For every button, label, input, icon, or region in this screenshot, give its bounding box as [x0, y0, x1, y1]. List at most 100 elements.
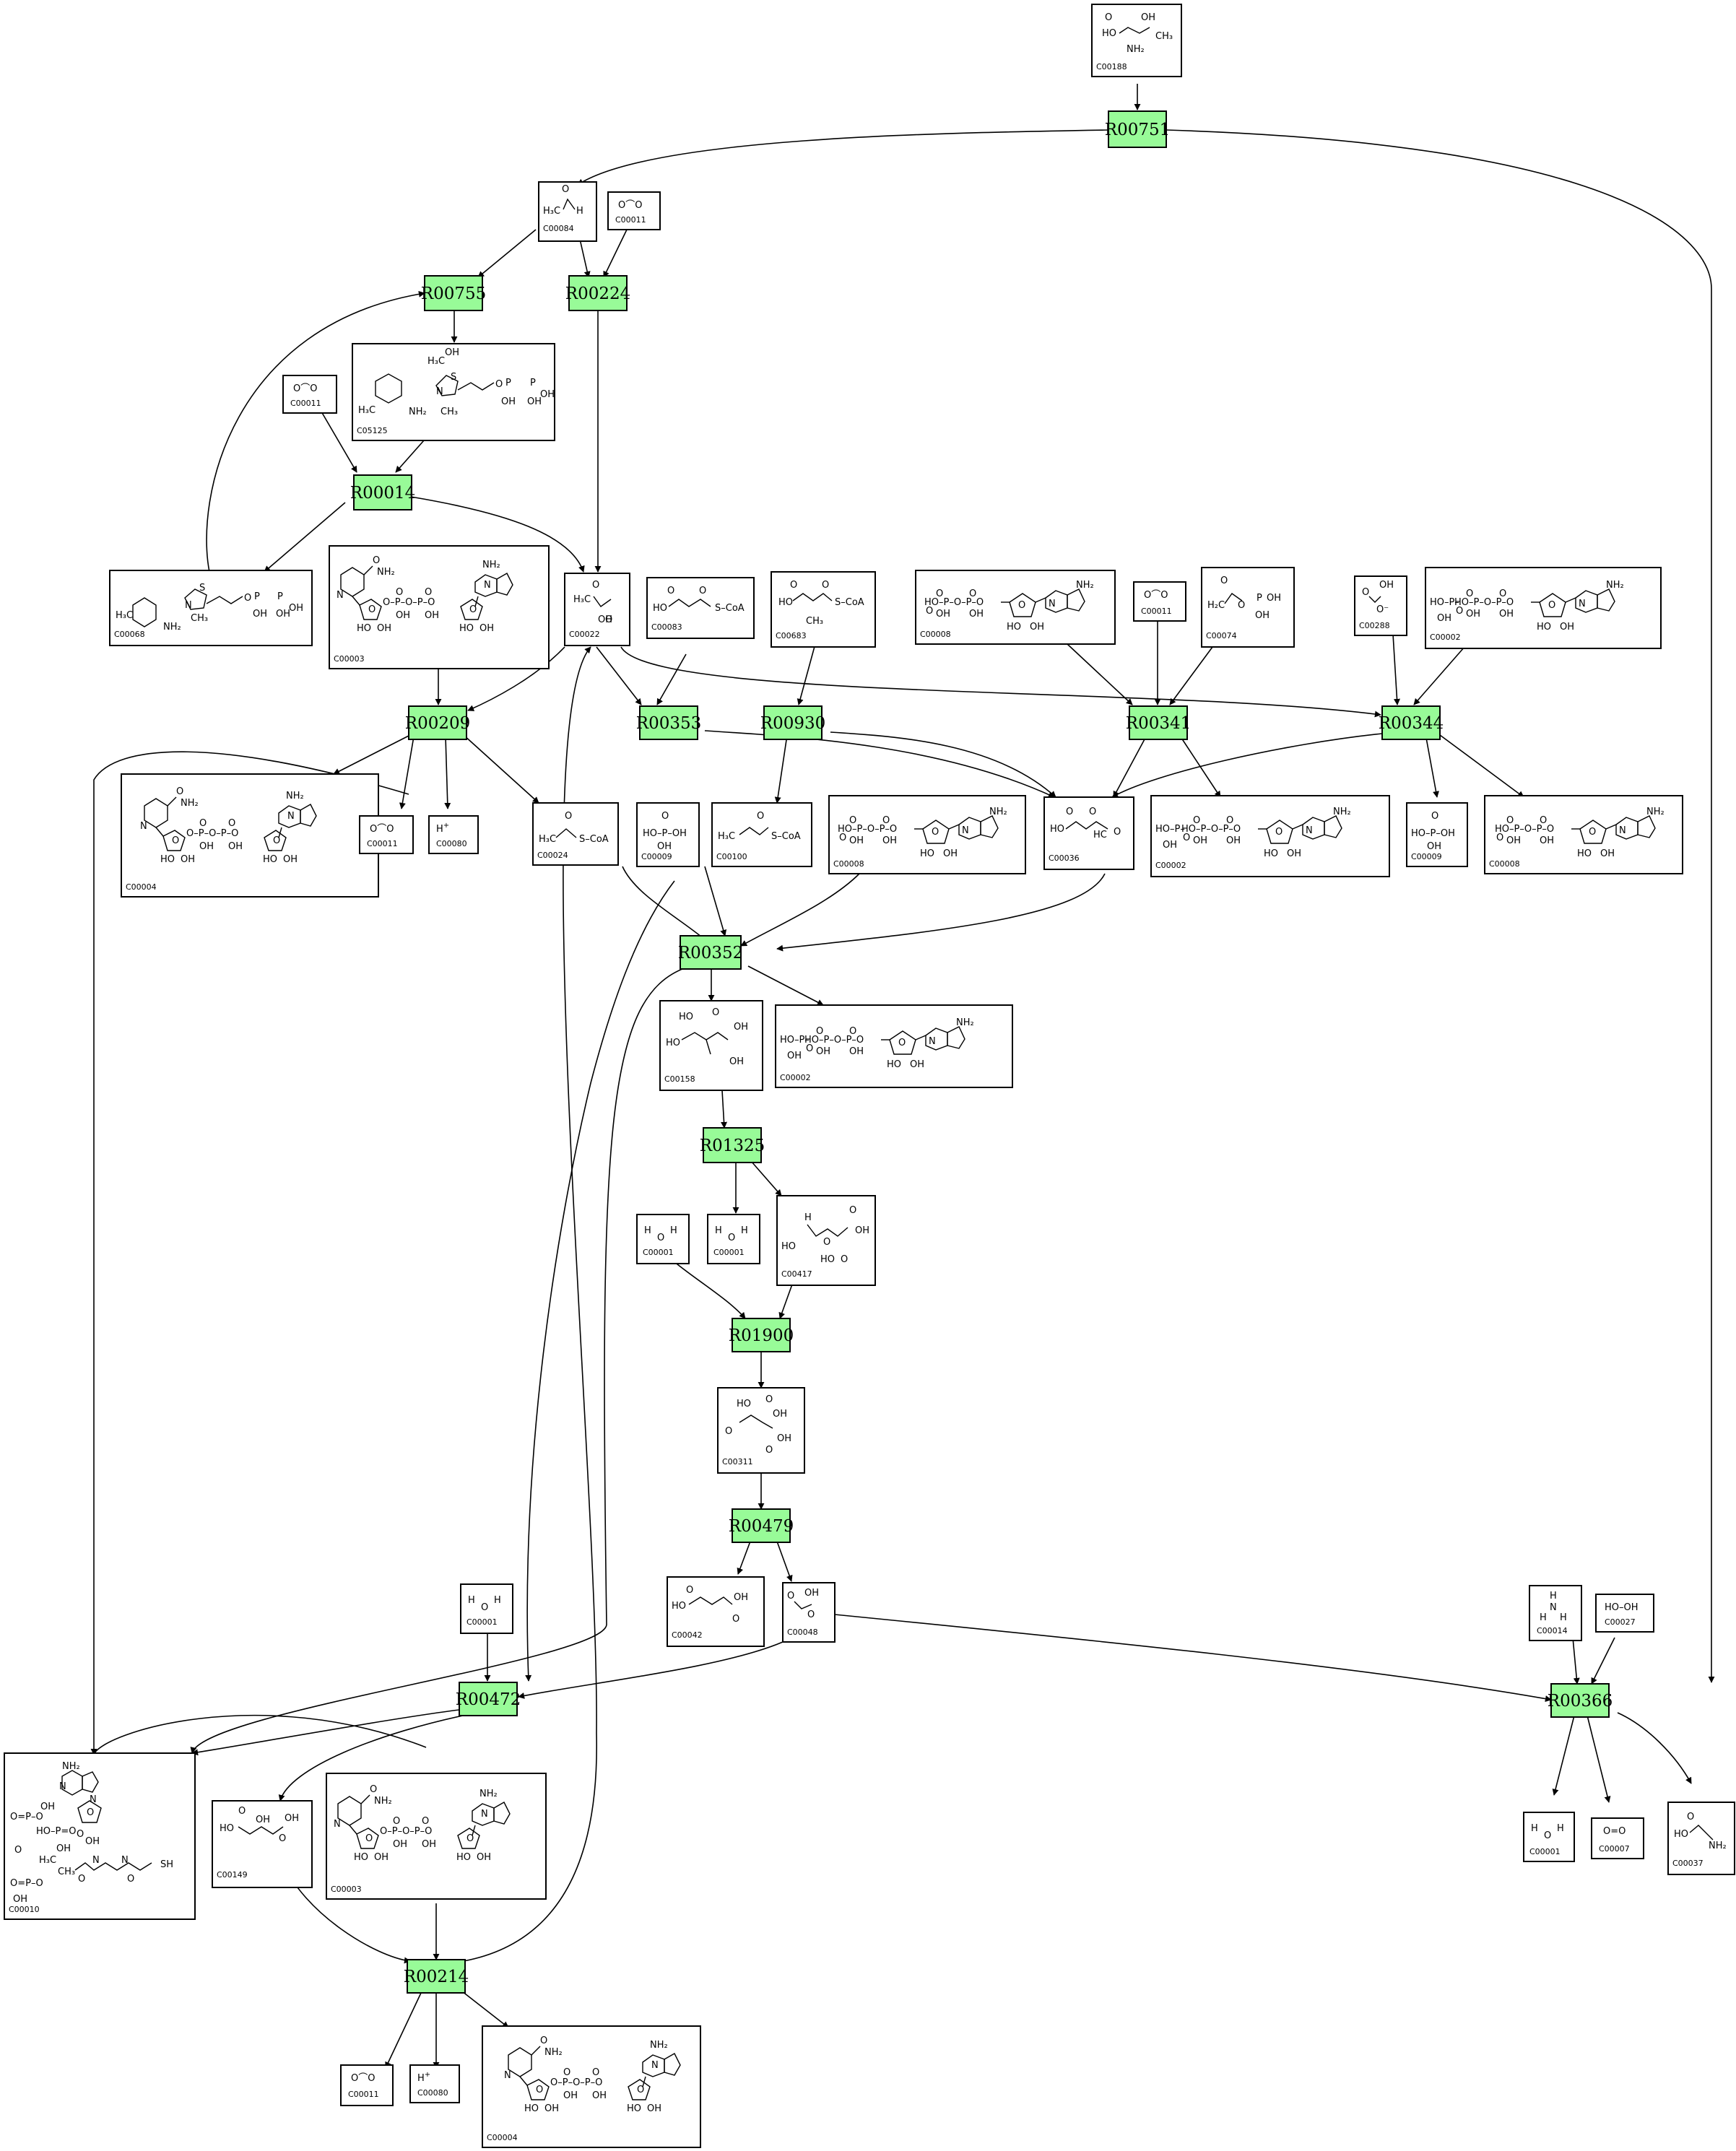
- svg-text:HO: HO: [220, 1823, 234, 1834]
- compound-c00001a[interactable]: H O H C00001: [636, 1214, 690, 1264]
- compound-c00009a[interactable]: O HO–P–OH OH C00009: [636, 802, 700, 867]
- reaction-r00214[interactable]: R00214: [404, 1959, 469, 1994]
- reaction-r01325[interactable]: R01325: [700, 1127, 765, 1163]
- compound-c00083[interactable]: HO O O S–CoA C00083: [646, 577, 755, 639]
- compound-c00074[interactable]: H₂C O P OH OH O C00074: [1201, 567, 1295, 648]
- compound-c00001d[interactable]: H O H C00001: [1523, 1812, 1575, 1862]
- svg-text:OH: OH: [540, 389, 555, 400]
- compound-c00002c[interactable]: HO–P– OH C00002: [775, 1004, 1013, 1088]
- svg-text:H+: H+: [436, 822, 449, 835]
- svg-text:H: H: [644, 1225, 651, 1236]
- svg-text:N: N: [121, 1855, 129, 1866]
- compound-c00084[interactable]: H₃C O H C00084: [538, 181, 597, 242]
- reaction-r00751[interactable]: R00751: [1105, 110, 1170, 148]
- svg-text:C00009: C00009: [1411, 852, 1442, 861]
- svg-text:OH: OH: [13, 1894, 27, 1905]
- svg-text:HO–OH: HO–OH: [1605, 1602, 1639, 1613]
- compound-c00011e[interactable]: O⌒O C00011: [340, 2064, 394, 2106]
- compound-c00003a[interactable]: C00003: [329, 545, 550, 669]
- compound-c00002b[interactable]: HO–P– OH C00002: [1150, 795, 1390, 877]
- compound-c00001c[interactable]: H O H C00001: [460, 1583, 513, 1634]
- svg-text:C00042: C00042: [672, 1630, 703, 1640]
- compound-c00004b[interactable]: C00004: [482, 2025, 701, 2148]
- reaction-r00472[interactable]: R00472: [456, 1682, 521, 1716]
- compound-c00001b[interactable]: H O H C00001: [707, 1214, 760, 1264]
- compound-c00004a[interactable]: C00004: [121, 773, 379, 898]
- reaction-r00930[interactable]: R00930: [760, 705, 825, 740]
- compound-c00149[interactable]: HO O OH OH O C00149: [212, 1800, 313, 1888]
- compound-c00188[interactable]: HO O OH CH₃ NH₂ C00188: [1091, 4, 1182, 77]
- compound-c00022[interactable]: H₃C O O OH C00022: [564, 573, 630, 646]
- compound-c00158[interactable]: HO O HO OH OH C00158: [659, 1000, 763, 1091]
- svg-text:O: O: [841, 1254, 848, 1265]
- compound-c00008c[interactable]: C00008: [1484, 795, 1683, 874]
- reaction-r00209[interactable]: R00209: [405, 705, 470, 740]
- svg-text:OH: OH: [855, 1225, 869, 1236]
- svg-text:HO: HO: [1102, 28, 1116, 39]
- compound-c00027[interactable]: HO–OH C00027: [1595, 1594, 1654, 1633]
- compound-c00014[interactable]: H N H H C00014: [1529, 1585, 1582, 1641]
- svg-text:OH: OH: [85, 1836, 100, 1847]
- svg-text:O: O: [725, 1426, 732, 1437]
- compound-c00042[interactable]: HO O OH O C00042: [667, 1576, 765, 1647]
- svg-text:H₃C: H₃C: [358, 405, 376, 416]
- svg-text:O: O: [1105, 12, 1112, 23]
- svg-text:HO–P–: HO–P–: [1155, 824, 1185, 835]
- compound-c00048[interactable]: O OH O C00048: [782, 1582, 836, 1643]
- svg-text:S–CoA: S–CoA: [835, 597, 864, 608]
- compound-c00080b[interactable]: H+ C00080: [409, 2064, 460, 2103]
- reaction-r00014[interactable]: R00014: [350, 474, 415, 510]
- svg-text:C00100: C00100: [716, 852, 747, 861]
- reaction-r00353[interactable]: R00353: [636, 705, 701, 740]
- reaction-r00755[interactable]: R00755: [421, 275, 486, 311]
- svg-text:O: O: [765, 1445, 773, 1456]
- compound-c05125[interactable]: H₃C NH₂ N S H₃C OH CH₃ O P P OH OH OH C0…: [352, 343, 555, 441]
- compound-c00068[interactable]: H₃C NH₂ N S CH₃ O P P OH OH OH C00068: [109, 570, 313, 646]
- reaction-r00341[interactable]: R00341: [1126, 705, 1191, 740]
- compound-c00683[interactable]: HO O O S–CoA CH₃ C00683: [771, 571, 876, 648]
- svg-text:OH: OH: [256, 1815, 270, 1825]
- svg-text:P: P: [530, 378, 536, 388]
- compound-c00288[interactable]: O OH O⁻ C00288: [1354, 575, 1407, 636]
- svg-text:C00149: C00149: [217, 1870, 248, 1880]
- reaction-r00224[interactable]: R00224: [565, 275, 630, 311]
- compound-c00037[interactable]: HO O NH₂ C00037: [1667, 1802, 1735, 1875]
- compound-c00011a[interactable]: O⌒O C00011: [607, 191, 661, 230]
- compound-c00011c[interactable]: O⌒O C00011: [1133, 581, 1186, 622]
- svg-text:O: O: [481, 1602, 488, 1613]
- compound-c00011d[interactable]: O⌒O C00011: [359, 815, 414, 854]
- svg-text:C00014: C00014: [1537, 1626, 1568, 1635]
- compound-c00100[interactable]: H₃C O S–CoA C00100: [711, 802, 812, 867]
- svg-text:R00479: R00479: [729, 1517, 794, 1536]
- reaction-r01900[interactable]: R01900: [729, 1318, 794, 1352]
- svg-text:C00037: C00037: [1672, 1859, 1704, 1868]
- svg-text:OH: OH: [598, 614, 612, 625]
- compound-c00024[interactable]: H₃C O S–CoA C00024: [532, 802, 619, 866]
- compound-c00036[interactable]: HO O O HC O C00036: [1043, 796, 1134, 870]
- reaction-r00479[interactable]: R00479: [729, 1508, 794, 1543]
- compound-c00008a[interactable]: C00008: [915, 570, 1116, 645]
- compound-c00011b[interactable]: O⌒O C00011: [282, 375, 337, 414]
- svg-text:O: O: [699, 586, 706, 596]
- compound-c00311[interactable]: HO O OH O OH O C00311: [717, 1387, 805, 1474]
- compound-c00080a[interactable]: H+ C00080: [428, 815, 479, 854]
- svg-text:R00472: R00472: [456, 1690, 521, 1709]
- compound-c00003b[interactable]: C00003: [326, 1773, 547, 1900]
- reaction-r00352[interactable]: R00352: [678, 935, 743, 970]
- compound-c00002a[interactable]: HO–P– OH C00002: [1425, 567, 1662, 649]
- svg-text:C00001: C00001: [713, 1248, 745, 1257]
- compound-c00417[interactable]: H O OH HO O HO O C00417: [776, 1195, 876, 1286]
- svg-text:C00024: C00024: [537, 851, 568, 860]
- svg-text:P: P: [277, 591, 283, 602]
- svg-text:OH: OH: [1267, 593, 1281, 604]
- compound-c00009b[interactable]: O HO–P–OH OH C00009: [1406, 802, 1468, 867]
- svg-text:HO: HO: [778, 597, 793, 608]
- compound-c00008b[interactable]: C00008: [828, 795, 1026, 874]
- svg-text:C00008: C00008: [1489, 859, 1520, 869]
- svg-text:O: O: [127, 1874, 134, 1885]
- compound-c00007[interactable]: O=O C00007: [1591, 1817, 1644, 1859]
- svg-text:NH₂: NH₂: [1709, 1841, 1727, 1851]
- reaction-r00344[interactable]: R00344: [1379, 705, 1444, 740]
- reaction-r00366[interactable]: R00366: [1548, 1683, 1613, 1718]
- compound-c00010[interactable]: NH₂ N N O O=P–O OH HO–P=O O OH O H₃C OH …: [4, 1752, 196, 1920]
